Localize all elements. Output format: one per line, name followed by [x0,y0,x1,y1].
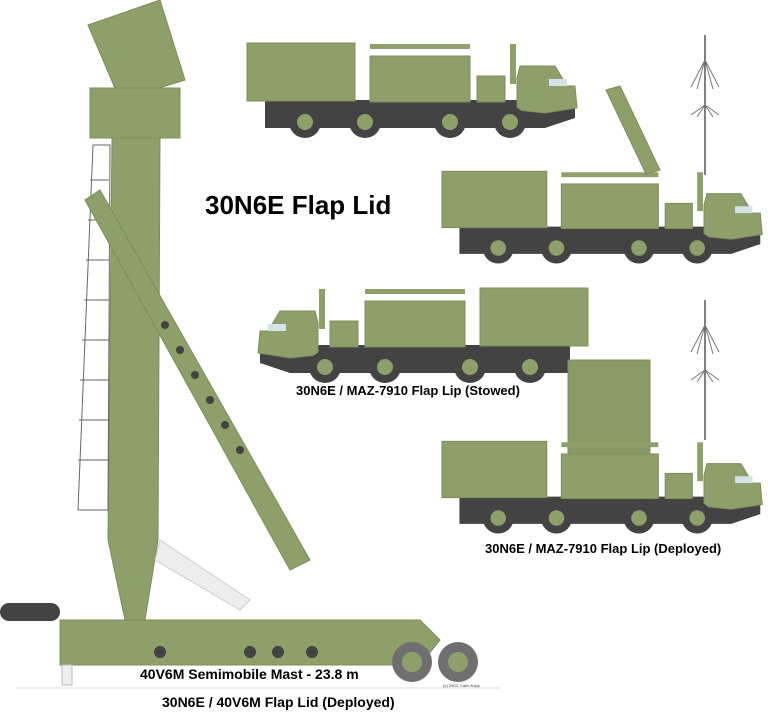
caption-stowed: 30N6E / MAZ-7910 Flap Lip (Stowed) [296,383,520,398]
caption-deployed: 30N6E / MAZ-7910 Flap Lip (Deployed) [485,541,722,556]
mast-40v6m [0,0,500,689]
truck-radar-raised [441,33,763,265]
page-title: 30N6E Flap Lid [205,190,392,220]
caption-mast: 40V6M Semimobile Mast - 23.8 m [140,666,359,682]
caption-main: 30N6E / 40V6M Flap Lid (Deployed) [162,694,395,710]
truck-stowed [257,287,589,383]
truck-stowed-top [246,42,578,138]
copyright-text: (c) 2003, Carlo Kopp [443,683,480,688]
truck-deployed [441,299,763,535]
